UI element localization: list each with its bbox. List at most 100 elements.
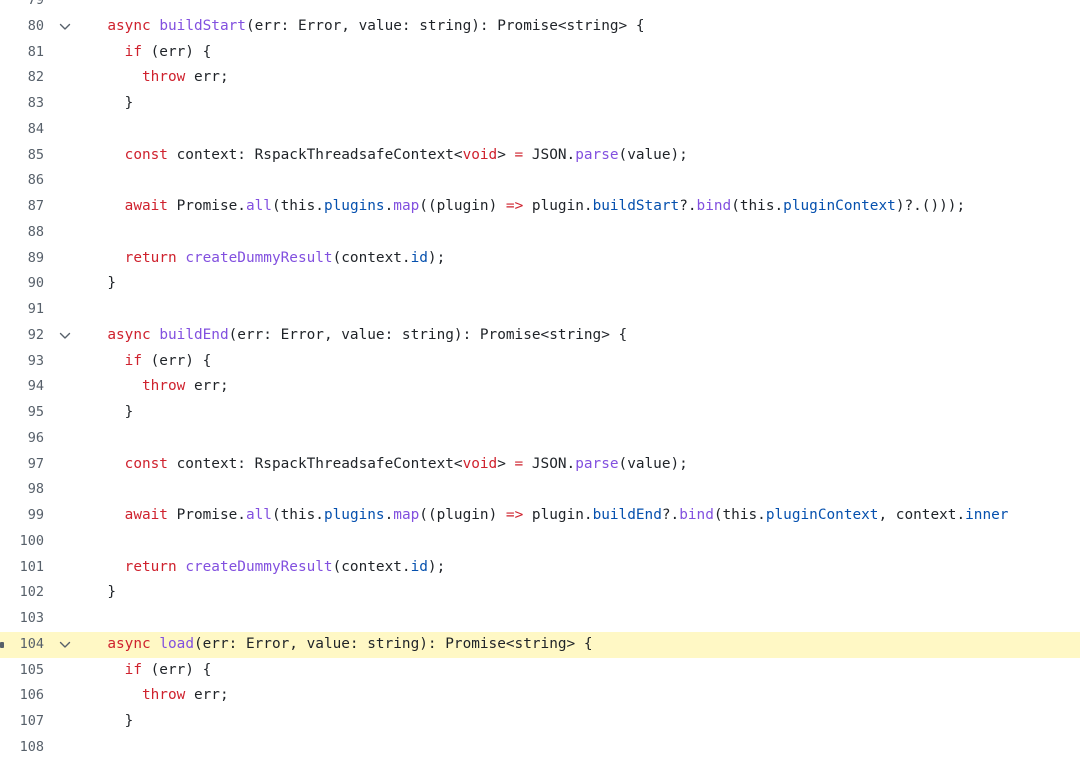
code-token: Promise. (167, 507, 246, 523)
code-token (90, 559, 125, 575)
line-number[interactable]: 102 (19, 584, 44, 601)
code-line: 79 (0, 0, 1080, 14)
code-token: (this. (713, 507, 766, 523)
chevron-down-icon[interactable] (58, 323, 72, 349)
code-token: async (107, 635, 151, 652)
line-number[interactable]: 92 (27, 326, 44, 343)
chevron-down-icon[interactable] (58, 14, 72, 40)
code-token: (value); (618, 146, 688, 163)
code-content[interactable]: } (90, 400, 1080, 426)
code-content[interactable]: await Promise.all(this.plugins.map((plug… (90, 194, 1080, 220)
line-number[interactable]: 88 (27, 223, 44, 240)
line-number[interactable]: 82 (27, 69, 44, 86)
code-token: (this. (271, 198, 324, 214)
code-content[interactable]: } (90, 709, 1080, 735)
line-number[interactable]: 81 (27, 43, 44, 60)
code-content[interactable]: } (90, 580, 1080, 606)
line-number[interactable]: 101 (19, 558, 44, 575)
code-token: async (107, 326, 151, 343)
code-token: const (124, 146, 168, 163)
code-token: context: RspackThreadsafeContext< (167, 455, 463, 472)
line-number[interactable]: 84 (27, 120, 44, 137)
code-content[interactable]: return createDummyResult(context.id); (90, 555, 1080, 581)
code-token: ); (427, 558, 446, 575)
code-content[interactable]: async load(err: Error, value: string): P… (90, 632, 1080, 658)
code-line: 104 async load(err: Error, value: string… (0, 631, 1080, 658)
code-token (177, 250, 186, 266)
code-token: (context. (332, 558, 411, 575)
line-number[interactable]: 91 (27, 301, 44, 317)
code-token: load (159, 635, 194, 652)
code-token (90, 44, 125, 60)
code-line: 96 (0, 426, 1080, 452)
code-line: 93 if (err) { (0, 349, 1080, 375)
line-number[interactable]: 94 (27, 378, 44, 395)
code-content[interactable]: await Promise.all(this.plugins.map((plug… (90, 503, 1080, 529)
line-number[interactable]: 107 (19, 713, 44, 729)
code-content[interactable]: if (err) { (90, 658, 1080, 684)
code-token: (err) { (141, 352, 212, 369)
code-token (90, 687, 142, 703)
code-line: 83 } (0, 91, 1080, 117)
line-number[interactable]: 95 (27, 404, 44, 420)
code-content[interactable]: const context: RspackThreadsafeContext<v… (90, 143, 1080, 169)
code-line: 95 } (0, 400, 1080, 426)
code-content[interactable]: async buildStart(err: Error, value: stri… (90, 14, 1080, 40)
line-number[interactable]: 89 (27, 249, 44, 266)
code-content[interactable]: throw err; (90, 65, 1080, 91)
code-token: => (505, 507, 524, 523)
line-number[interactable]: 97 (27, 455, 44, 472)
line-number[interactable]: 106 (19, 687, 44, 704)
line-number[interactable]: 99 (27, 507, 44, 523)
line-number[interactable]: 90 (27, 275, 44, 292)
code-token (90, 69, 142, 85)
code-token: plugin. (523, 198, 593, 214)
line-number[interactable]: 108 (19, 738, 44, 755)
code-token: await (124, 507, 168, 523)
line-number[interactable]: 96 (27, 429, 44, 446)
code-token: throw (141, 378, 186, 395)
line-marker-icon[interactable] (0, 641, 4, 648)
code-token: JSON. (523, 455, 576, 472)
line-number[interactable]: 83 (27, 95, 44, 111)
code-content[interactable]: if (err) { (90, 349, 1080, 375)
line-number[interactable]: 100 (19, 532, 44, 549)
line-number[interactable]: 85 (27, 146, 44, 163)
code-token: } (90, 713, 134, 729)
line-number[interactable]: 105 (19, 661, 44, 678)
code-token: id (410, 558, 428, 575)
line-number[interactable]: 98 (27, 481, 44, 498)
code-line: 81 if (err) { (0, 40, 1080, 66)
code-token: parse (575, 146, 619, 163)
code-token: err; (185, 378, 229, 395)
code-line: 92 async buildEnd(err: Error, value: str… (0, 323, 1080, 349)
code-content[interactable]: const context: RspackThreadsafeContext<v… (90, 452, 1080, 478)
code-token: (value); (618, 455, 688, 472)
code-token (90, 18, 107, 34)
line-number[interactable]: 79 (27, 0, 44, 8)
code-content[interactable]: } (90, 271, 1080, 297)
code-content[interactable]: if (err) { (90, 40, 1080, 66)
line-number[interactable]: 86 (27, 172, 44, 189)
line-number[interactable]: 103 (19, 610, 44, 626)
code-line: 105 if (err) { (0, 658, 1080, 684)
line-number[interactable]: 80 (27, 17, 44, 34)
code-content[interactable]: throw err; (90, 683, 1080, 709)
line-number[interactable]: 93 (27, 352, 44, 369)
code-content[interactable]: } (90, 91, 1080, 117)
code-content[interactable]: return createDummyResult(context.id); (90, 246, 1080, 272)
code-token: > (497, 146, 515, 163)
code-content[interactable]: async buildEnd(err: Error, value: string… (90, 323, 1080, 349)
code-token: context: RspackThreadsafeContext< (167, 146, 463, 163)
line-number[interactable]: 104 (19, 635, 44, 652)
code-token: } (90, 404, 134, 420)
line-number[interactable]: 87 (27, 198, 44, 214)
code-line: 88 (0, 220, 1080, 246)
code-token: = (514, 146, 524, 163)
code-line: 103 (0, 606, 1080, 632)
code-token: inner (965, 507, 1009, 523)
code-line: 99 await Promise.all(this.plugins.map((p… (0, 503, 1080, 529)
code-content[interactable]: throw err; (90, 374, 1080, 400)
chevron-down-icon[interactable] (58, 632, 72, 658)
